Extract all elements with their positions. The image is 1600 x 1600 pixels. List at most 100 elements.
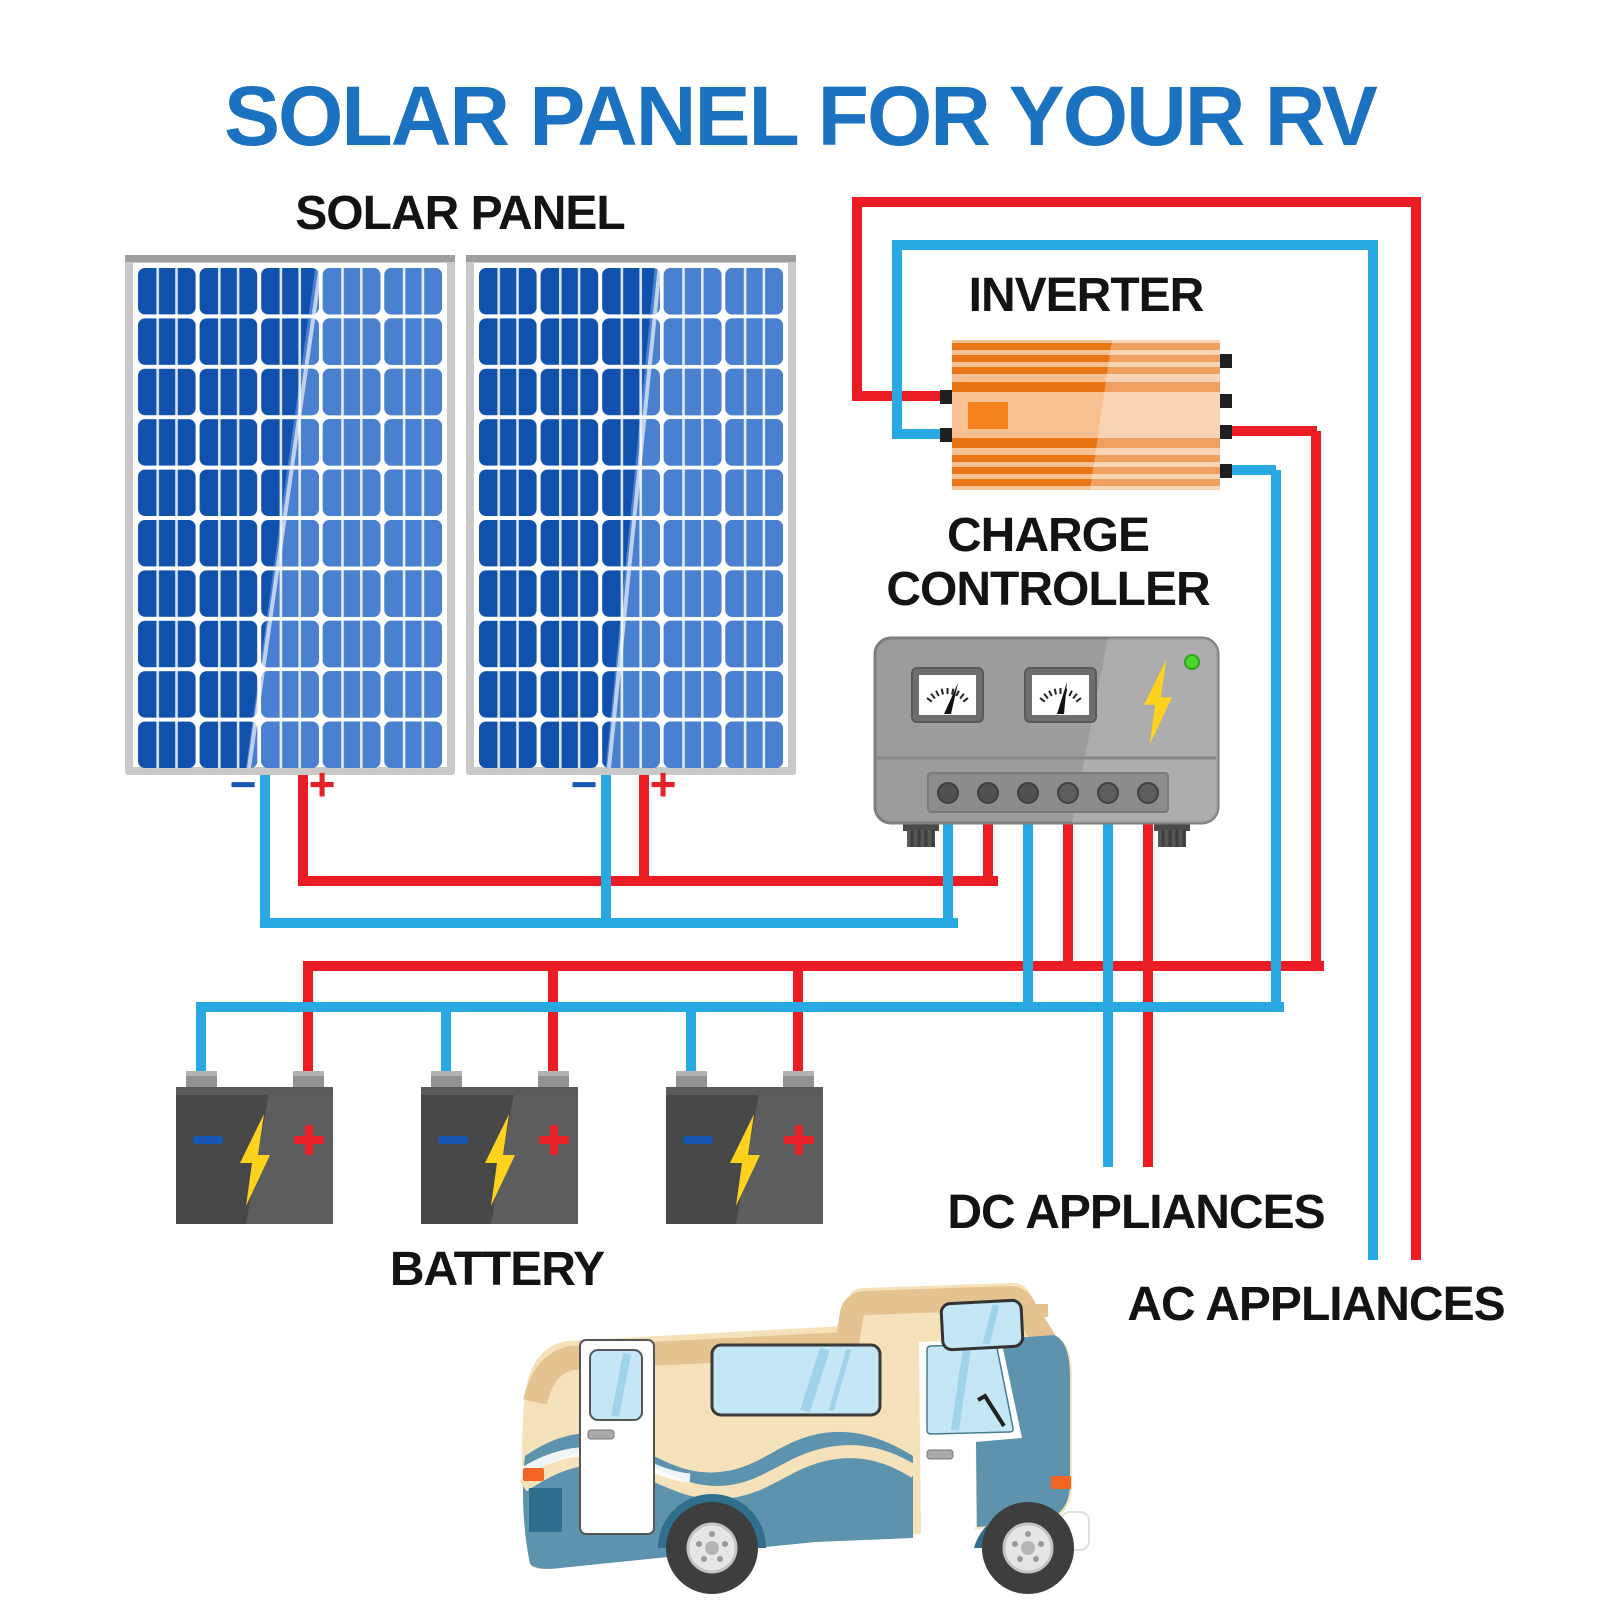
panel1-negative-symbol: −: [230, 758, 257, 810]
wire-dc-blue: [1103, 796, 1113, 1167]
wire-inverter-battery-red-horizontal: [1232, 426, 1317, 436]
rv-cab-door-handle: [926, 1449, 954, 1460]
panel2-negative-symbol: −: [571, 758, 598, 810]
panel-glare: [607, 263, 662, 769]
inverter-left-terminal-2: [940, 428, 953, 442]
wiring-blue-negative: [196, 240, 1378, 1260]
wire-controller-t1: [943, 796, 953, 928]
wire-panel2-negative: [601, 775, 611, 927]
wire-controller-t3: [1023, 796, 1033, 1012]
label-solar-panel: SOLAR PANEL: [295, 187, 625, 240]
battery-3: [666, 1071, 823, 1224]
panel-frame-top-edge: [466, 255, 796, 262]
wire-battery2-positive: [548, 966, 558, 1074]
rv-illustration: [519, 1283, 1090, 1596]
wire-inverter-left-blue: [892, 429, 956, 439]
label-inverter: INVERTER: [968, 269, 1205, 322]
wire-battery1-positive: [303, 961, 313, 1074]
label-battery: BATTERY: [389, 1243, 605, 1296]
panel-glare: [247, 263, 323, 769]
inverter-highlight: [1090, 340, 1220, 490]
controller-foot-right-flange: [1154, 822, 1190, 831]
label-ac-appliances: AC APPLIANCES: [1127, 1278, 1505, 1331]
page-title: SOLAR PANEL FOR YOUR RV: [224, 69, 1378, 163]
window-glare: [951, 1347, 971, 1431]
inverter: [940, 340, 1232, 490]
wire-inverter-battery-blue-vertical: [1271, 470, 1281, 1012]
controller-terminal-5: [1097, 782, 1119, 804]
inverter-left-terminal-1: [940, 390, 953, 404]
gauge-needle: [1057, 682, 1067, 714]
controller-foot-left-flange: [903, 822, 939, 831]
gauge-ticks: [926, 688, 969, 703]
wire-controller-t4: [1063, 796, 1073, 971]
controller-foot-right-ribs: [1161, 830, 1186, 847]
wire-panel1-negative: [260, 775, 270, 927]
wire-battery2-negative: [441, 1007, 451, 1074]
wire-battery3-negative: [686, 1007, 696, 1074]
wire-ac-blue: [1368, 240, 1378, 1260]
rv-front-marker-light: [1051, 1476, 1071, 1489]
power-led: [1184, 654, 1200, 670]
rv-roof-band: [523, 1286, 1059, 1406]
rv-rear-marker-light: [523, 1468, 544, 1481]
inverter-label-plate: [968, 402, 1008, 429]
controller-terminal-4: [1057, 782, 1079, 804]
rv-side-window: [710, 1343, 882, 1417]
wire-blue-riser: [892, 240, 902, 439]
wire-panel-positive-bus: [298, 876, 998, 886]
label-charge: CHARGE: [946, 509, 1150, 562]
panel-frame-top-edge: [125, 255, 455, 262]
wire-panel-negative-bus: [260, 918, 958, 928]
battery-1: [176, 1071, 333, 1224]
wire-panel1-positive: [298, 775, 308, 885]
gauge-needle: [944, 683, 958, 714]
controller-foot-left-ribs: [910, 830, 935, 847]
rv-rear-box: [529, 1488, 562, 1532]
wire-ac-red: [1411, 197, 1421, 1260]
window-glare: [982, 1304, 1000, 1345]
wire-dc-red: [1143, 796, 1153, 1167]
wire-red-riser: [852, 197, 862, 401]
controller-foot-left: [907, 830, 935, 847]
window-glare: [800, 1347, 830, 1413]
wire-blue-top-run: [892, 240, 1378, 250]
inverter-right-terminal-2: [1219, 394, 1232, 408]
wire-battery-negative-bus: [196, 1002, 1284, 1012]
wire-red-top-run: [852, 197, 1421, 207]
controller-foot-right: [1158, 830, 1186, 847]
charge-controller: [873, 636, 1220, 847]
controller-gauge-1: [911, 667, 984, 723]
panel1-positive-symbol: +: [309, 758, 336, 810]
rv-front-fender: [976, 1335, 1070, 1527]
controller-terminals: [937, 782, 1159, 804]
controller-terminal-6: [1137, 782, 1159, 804]
panel2-positive-symbol: +: [650, 758, 677, 810]
solar-panel-2: [466, 255, 796, 775]
controller-terminal-2: [977, 782, 999, 804]
wire-panel2-positive: [639, 775, 649, 885]
label-dc-appliances: DC APPLIANCES: [947, 1186, 1325, 1239]
solar-panel-1: [125, 255, 455, 775]
wire-battery1-negative: [196, 1002, 206, 1074]
wire-battery3-positive: [793, 966, 803, 1074]
controller-terminal-panel: [927, 772, 1169, 813]
inverter-right-terminal-4: [1219, 464, 1232, 478]
controller-gauge-2: [1024, 667, 1097, 723]
wire-controller-t2: [983, 796, 993, 886]
battery-2: [421, 1071, 578, 1224]
wiring-red-positive: [298, 197, 1421, 1260]
controller-terminal-1: [937, 782, 959, 804]
controller-terminal-3: [1017, 782, 1039, 804]
inverter-right-terminal-1: [1219, 354, 1232, 368]
window-glare: [828, 1348, 852, 1412]
wire-inverter-left-red: [852, 391, 956, 401]
inverter-stripes: [952, 343, 1220, 486]
wire-inverter-battery-blue-horizontal: [1232, 465, 1276, 475]
rv-front-wheel: [980, 1500, 1076, 1596]
rv-vent: [1031, 1304, 1048, 1317]
label-controller: CONTROLLER: [886, 563, 1210, 616]
rv-door-handle: [587, 1429, 615, 1440]
